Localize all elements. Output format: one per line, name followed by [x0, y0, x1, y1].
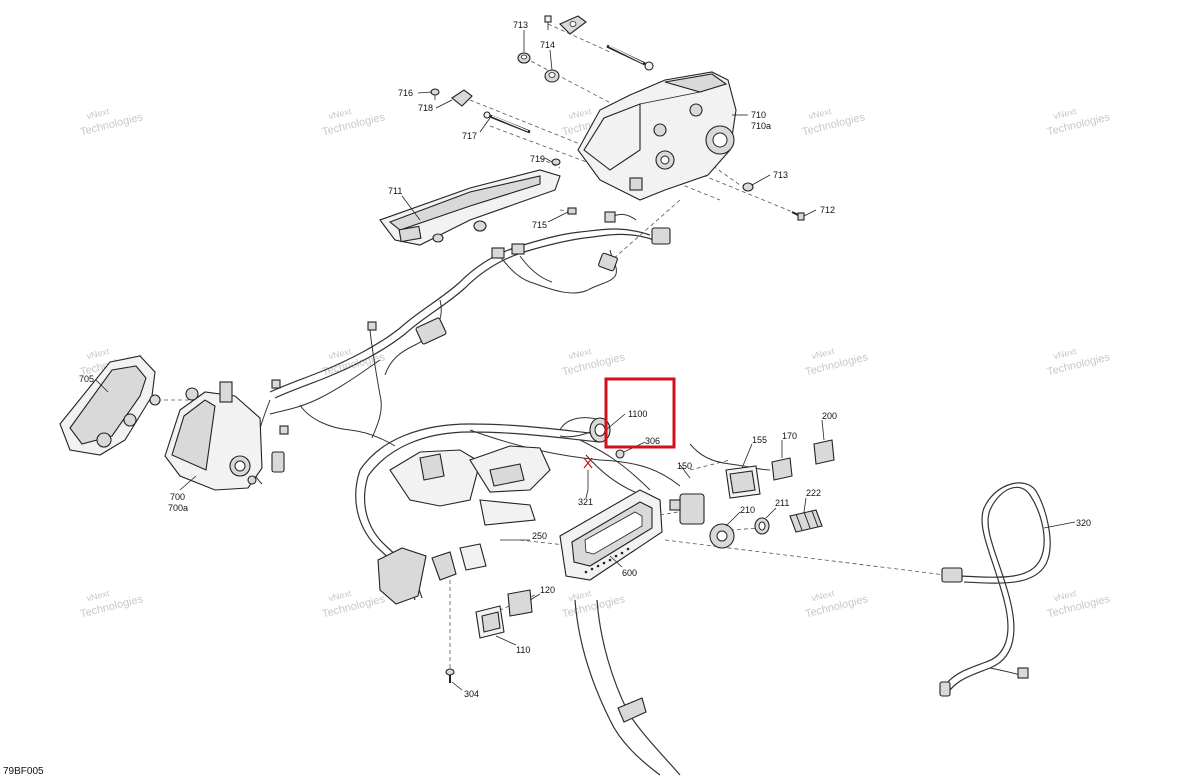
connector-321	[583, 457, 593, 490]
part-label-713-right[interactable]: 713	[773, 170, 788, 180]
part-label-710a[interactable]: 710a	[751, 121, 771, 131]
watermark: vNext Technologies	[79, 106, 145, 138]
headlight-710	[577, 71, 737, 201]
part-label-222[interactable]: 222	[806, 488, 821, 498]
watermark: vNext Technologies	[804, 346, 870, 378]
headlight-705	[59, 355, 161, 456]
part-labels: 713 714 716 718 717 719 710 710a 713 712…	[79, 20, 1091, 699]
part-label-210[interactable]: 210	[740, 505, 755, 515]
grommet-718	[451, 89, 473, 107]
part-label-1100[interactable]: 1100	[628, 409, 647, 419]
part-label-711[interactable]: 711	[388, 186, 402, 196]
bolt-712	[791, 211, 805, 221]
part-label-110[interactable]: 110	[516, 645, 530, 655]
watermark: vNext Technologies	[801, 106, 867, 138]
part-label-718[interactable]: 718	[418, 103, 433, 113]
switch-group	[445, 439, 835, 683]
washer-714	[544, 69, 560, 83]
part-label-700[interactable]: 700	[170, 492, 185, 502]
part-label-304[interactable]: 304	[464, 689, 479, 699]
upper-hardware	[430, 15, 805, 221]
watermark: vNext Technologies	[79, 588, 145, 620]
long-bolt-top	[606, 44, 654, 71]
wire-harness-upper	[251, 211, 671, 485]
watermark: vNext Technologies	[804, 588, 870, 620]
watermark: vNext Technologies	[1046, 106, 1112, 138]
diagram-reference-code: 79BF005	[3, 766, 44, 777]
watermark: vNext Technologies	[321, 588, 387, 620]
part-label-170[interactable]: 170	[782, 431, 797, 441]
light-bar-711	[379, 169, 561, 246]
watermark: vNext Technologies	[1046, 346, 1112, 378]
part-label-320[interactable]: 320	[1076, 518, 1091, 528]
part-label-250[interactable]: 250	[532, 531, 547, 541]
headlight-700	[164, 381, 263, 491]
bracket-713-top	[559, 15, 587, 35]
washer-719	[551, 158, 561, 166]
part-label-710[interactable]: 710	[751, 110, 766, 120]
part-label-716[interactable]: 716	[398, 88, 413, 98]
nut-713-right	[742, 182, 754, 192]
part-label-200[interactable]: 200	[822, 411, 837, 421]
watermark: vNext Technologies	[321, 106, 387, 138]
instrument-cluster-600	[559, 489, 663, 581]
bolt-717	[483, 111, 531, 134]
part-label-120[interactable]: 120	[540, 585, 555, 595]
part-label-717[interactable]: 717	[462, 131, 477, 141]
part-label-713[interactable]: 713	[513, 20, 528, 30]
frame-lower	[355, 417, 771, 776]
harness-320	[939, 482, 1051, 697]
part-label-715[interactable]: 715	[532, 220, 547, 230]
highlight-box	[604, 377, 676, 449]
screw-716	[430, 88, 440, 100]
screw-715	[567, 207, 577, 215]
part-label-719[interactable]: 719	[530, 154, 545, 164]
watermark: vNext Technologies	[561, 588, 627, 620]
part-label-306[interactable]: 306	[645, 436, 660, 446]
part-label-321[interactable]: 321	[578, 497, 593, 507]
part-label-600[interactable]: 600	[622, 568, 637, 578]
leader-lines	[95, 30, 1076, 691]
part-label-712[interactable]: 712	[820, 205, 835, 215]
watermark: vNext Technologies	[1046, 588, 1112, 620]
part-label-700a[interactable]: 700a	[168, 503, 188, 513]
bolt-small	[544, 15, 552, 30]
part-label-155[interactable]: 155	[752, 435, 767, 445]
part-label-211[interactable]: 211	[775, 498, 789, 508]
bolt-306	[615, 449, 625, 459]
nut-713	[517, 52, 531, 64]
part-label-150[interactable]: 150	[677, 461, 692, 471]
part-label-705[interactable]: 705	[79, 374, 94, 384]
part-label-714[interactable]: 714	[540, 40, 555, 50]
watermark: vNext Technologies	[561, 346, 627, 378]
